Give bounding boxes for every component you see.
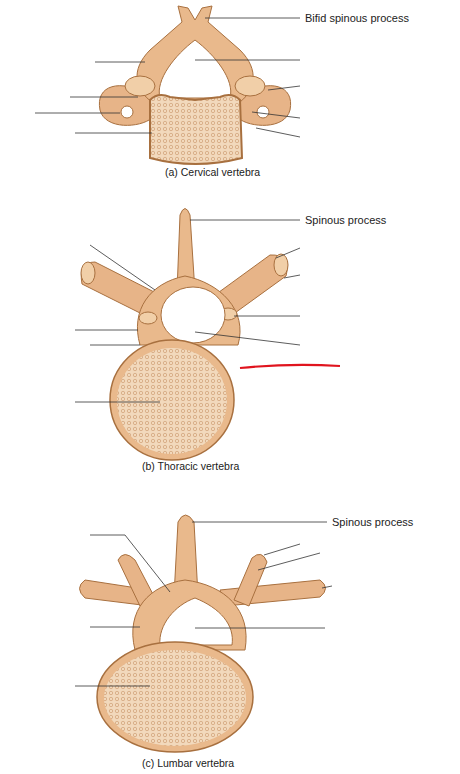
figure-caption: (b) Thoracic vertebra — [142, 460, 239, 473]
figure-caption: (c) Lumbar vertebra — [142, 757, 234, 770]
articular-facet — [235, 76, 265, 96]
vertebral-foramen — [159, 40, 231, 98]
leader-lines — [75, 522, 332, 686]
thoracic-vertebra — [81, 209, 288, 461]
vertebral-body-spongy — [117, 348, 227, 454]
vertebral-foramen — [160, 598, 233, 645]
figure-caption: (a) Cervical vertebra — [165, 166, 260, 179]
vertebral-body — [97, 642, 253, 752]
part-label: Spinous process — [332, 516, 413, 529]
transverse-process — [220, 580, 326, 606]
articular-facet — [125, 76, 155, 96]
part-label: Spinous process — [305, 214, 386, 227]
part-label: Bifid spinous process — [305, 12, 409, 25]
lumbar-vertebra — [80, 515, 326, 752]
red-marker-line — [240, 365, 340, 368]
transverse-foramen — [121, 106, 133, 118]
costal-facet — [81, 262, 95, 284]
superior-articular-process — [234, 554, 267, 606]
vertebral-body-spongy — [104, 650, 246, 746]
costal-facet — [274, 254, 288, 276]
vertebral-body — [110, 340, 234, 460]
vertebral-body — [150, 95, 242, 164]
vertebral-arch — [137, 276, 240, 345]
vertebral-arch — [133, 580, 246, 650]
leader-lines — [75, 220, 300, 402]
superior-articular-facet — [139, 312, 157, 324]
cervical-vertebra — [99, 6, 290, 164]
transverse-foramen — [257, 106, 269, 118]
leader-lines — [35, 18, 300, 137]
